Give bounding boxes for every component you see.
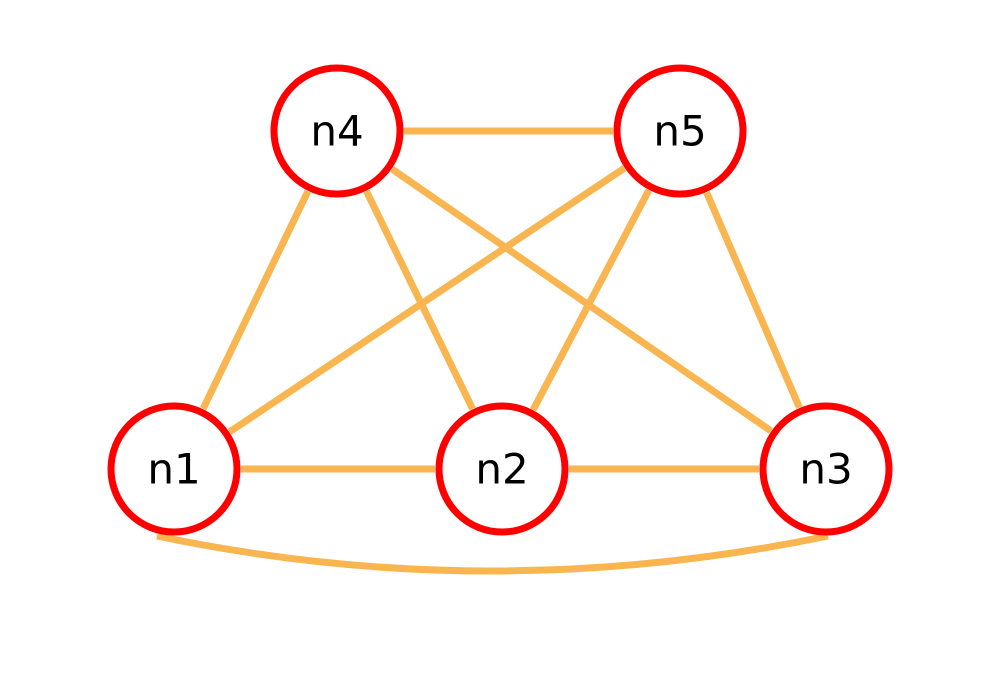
nodes-layer: n1 n2 n3 n4 n5 xyxy=(107,64,893,536)
edge-n4-n3 xyxy=(390,166,773,434)
edge-n5-n3 xyxy=(703,191,803,409)
node-circle-n1 xyxy=(107,402,241,536)
node-n4: n4 xyxy=(270,64,404,198)
node-label-n4: n4 xyxy=(310,107,363,156)
node-circle-n5 xyxy=(613,64,747,198)
edges-layer xyxy=(156,127,829,575)
node-label-n5: n5 xyxy=(653,107,706,156)
node-label-n2: n2 xyxy=(475,445,528,494)
edge-n5-n1 xyxy=(227,165,627,435)
node-circle-n2 xyxy=(435,402,569,536)
edge-n4-n2 xyxy=(363,189,476,411)
edge-n5-n2 xyxy=(530,188,652,412)
edge-n1-n3 xyxy=(156,532,829,575)
node-n2: n2 xyxy=(435,402,569,536)
node-label-n3: n3 xyxy=(799,445,852,494)
edge-n4-n1 xyxy=(199,189,312,411)
node-n5: n5 xyxy=(613,64,747,198)
node-n3: n3 xyxy=(759,402,893,536)
node-n1: n1 xyxy=(107,402,241,536)
node-circle-n3 xyxy=(759,402,893,536)
node-label-n1: n1 xyxy=(147,445,200,494)
node-circle-n4 xyxy=(270,64,404,198)
